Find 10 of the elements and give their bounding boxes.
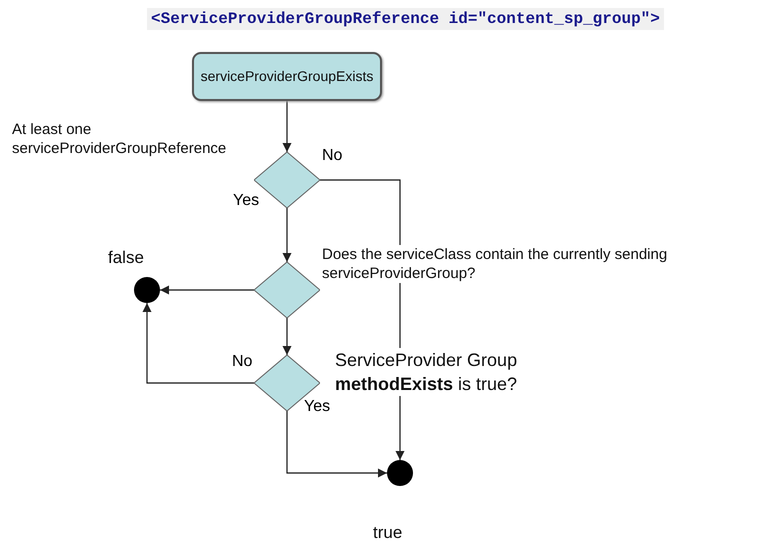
arrow — [282, 318, 292, 355]
arrow — [282, 208, 292, 262]
process-box: serviceProviderGroupExists — [192, 52, 382, 101]
arrow — [286, 411, 387, 478]
end-circle — [387, 460, 413, 486]
arrow — [142, 303, 254, 384]
decision-diamond — [254, 262, 320, 318]
arrow — [160, 286, 254, 294]
end-circle — [134, 277, 160, 303]
arrow — [282, 101, 292, 152]
